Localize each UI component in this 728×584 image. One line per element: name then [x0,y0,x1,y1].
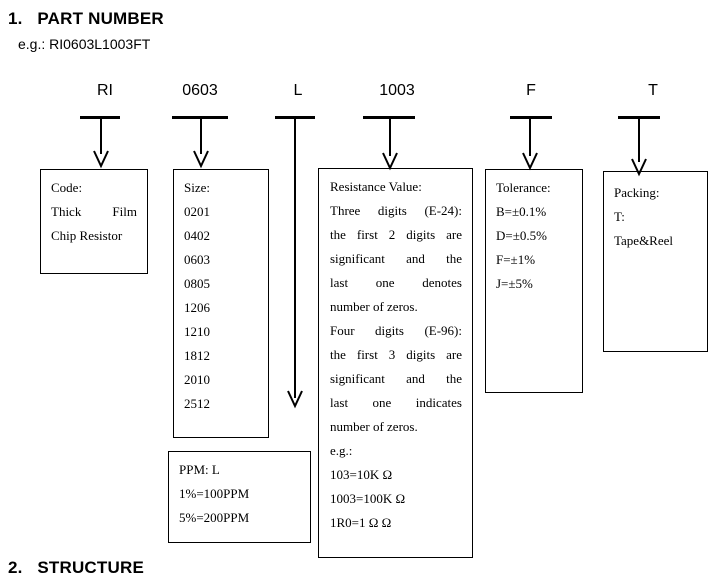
tolerance-option: J=±5% [496,276,533,291]
resistance-box-line: Four digits (E-96): [330,323,462,338]
code-size: 0603 [182,82,218,99]
code-box-title: Code: [51,180,83,195]
resistance-box-line: last one indicates [330,395,462,410]
arrow-down-icon [193,150,209,169]
size-option: 2512 [184,396,210,411]
code-ppm: L [293,82,303,99]
size-option: 0603 [184,252,210,267]
resistance-box-line: number of zeros. [330,299,418,314]
code-tolerance: F [526,82,536,99]
resistance-box-line: number of zeros. [330,419,418,434]
size-box: Size: 0201 0402 0603 0805 1206 1210 1812… [173,169,269,438]
size-option: 0402 [184,228,210,243]
resistance-box-title: Resistance Value: [330,179,422,194]
tolerance-option: F=±1% [496,252,536,267]
code-resistance: 1003 [379,82,415,99]
code-box-line: Thick Film [51,204,137,219]
section-number: 2. [8,558,23,577]
resistance-box-line: significant and the [330,371,462,386]
packing-box-title: Packing: [614,185,660,200]
size-option: 1206 [184,300,210,315]
arrow-down-icon [93,150,109,169]
resistance-box-line: the first 2 digits are [330,227,462,242]
resistance-value-box: Resistance Value: Three digits (E-24): t… [318,168,473,558]
section-title: STRUCTURE [37,558,144,577]
ppm-box-title: PPM: L [179,462,220,477]
arrow-down-icon [631,158,647,177]
size-box-title: Size: [184,180,210,195]
resistance-box-line: significant and the [330,251,462,266]
resistance-box-line: the first 3 digits are [330,347,462,362]
size-option: 0201 [184,204,210,219]
size-option: 2010 [184,372,210,387]
section-heading-structure: 2. STRUCTURE [8,558,144,578]
arrow-down-icon [522,152,538,171]
ppm-box: PPM: L 1%=100PPM 5%=200PPM [168,451,311,543]
section-heading-part-number: 1. PART NUMBER [8,9,164,29]
tolerance-box-title: Tolerance: [496,180,551,195]
code-box-line: Chip Resistor [51,228,123,243]
section-number: 1. [8,9,23,28]
section-title: PART NUMBER [37,9,164,28]
packing-box: Packing: T: Tape&Reel [603,171,708,352]
resistance-box-line: Three digits (E-24): [330,203,462,218]
code-ri: RI [97,82,113,99]
size-option: 1812 [184,348,210,363]
resistance-box-line: e.g.: [330,443,353,458]
tolerance-option: D=±0.5% [496,228,547,243]
resistance-example: 103=10K Ω [330,467,393,482]
resistance-example: 1003=100K Ω [330,491,406,506]
ppm-option: 1%=100PPM [179,486,250,501]
resistance-example: 1R0=1 Ω Ω [330,515,392,530]
ppm-option: 5%=200PPM [179,510,250,525]
size-option: 0805 [184,276,210,291]
tolerance-option: B=±0.1% [496,204,547,219]
code-packing: T [648,82,658,99]
resistance-box-line: last one denotes [330,275,462,290]
arrow-down-icon [287,390,303,409]
packing-option: T: [614,209,625,224]
size-option: 1210 [184,324,210,339]
part-number-example: e.g.: RI0603L1003FT [18,36,151,52]
packing-option: Tape&Reel [614,233,674,248]
tolerance-box: Tolerance: B=±0.1% D=±0.5% F=±1% J=±5% [485,169,583,393]
code-box: Code: Thick Film Chip Resistor [40,169,148,274]
